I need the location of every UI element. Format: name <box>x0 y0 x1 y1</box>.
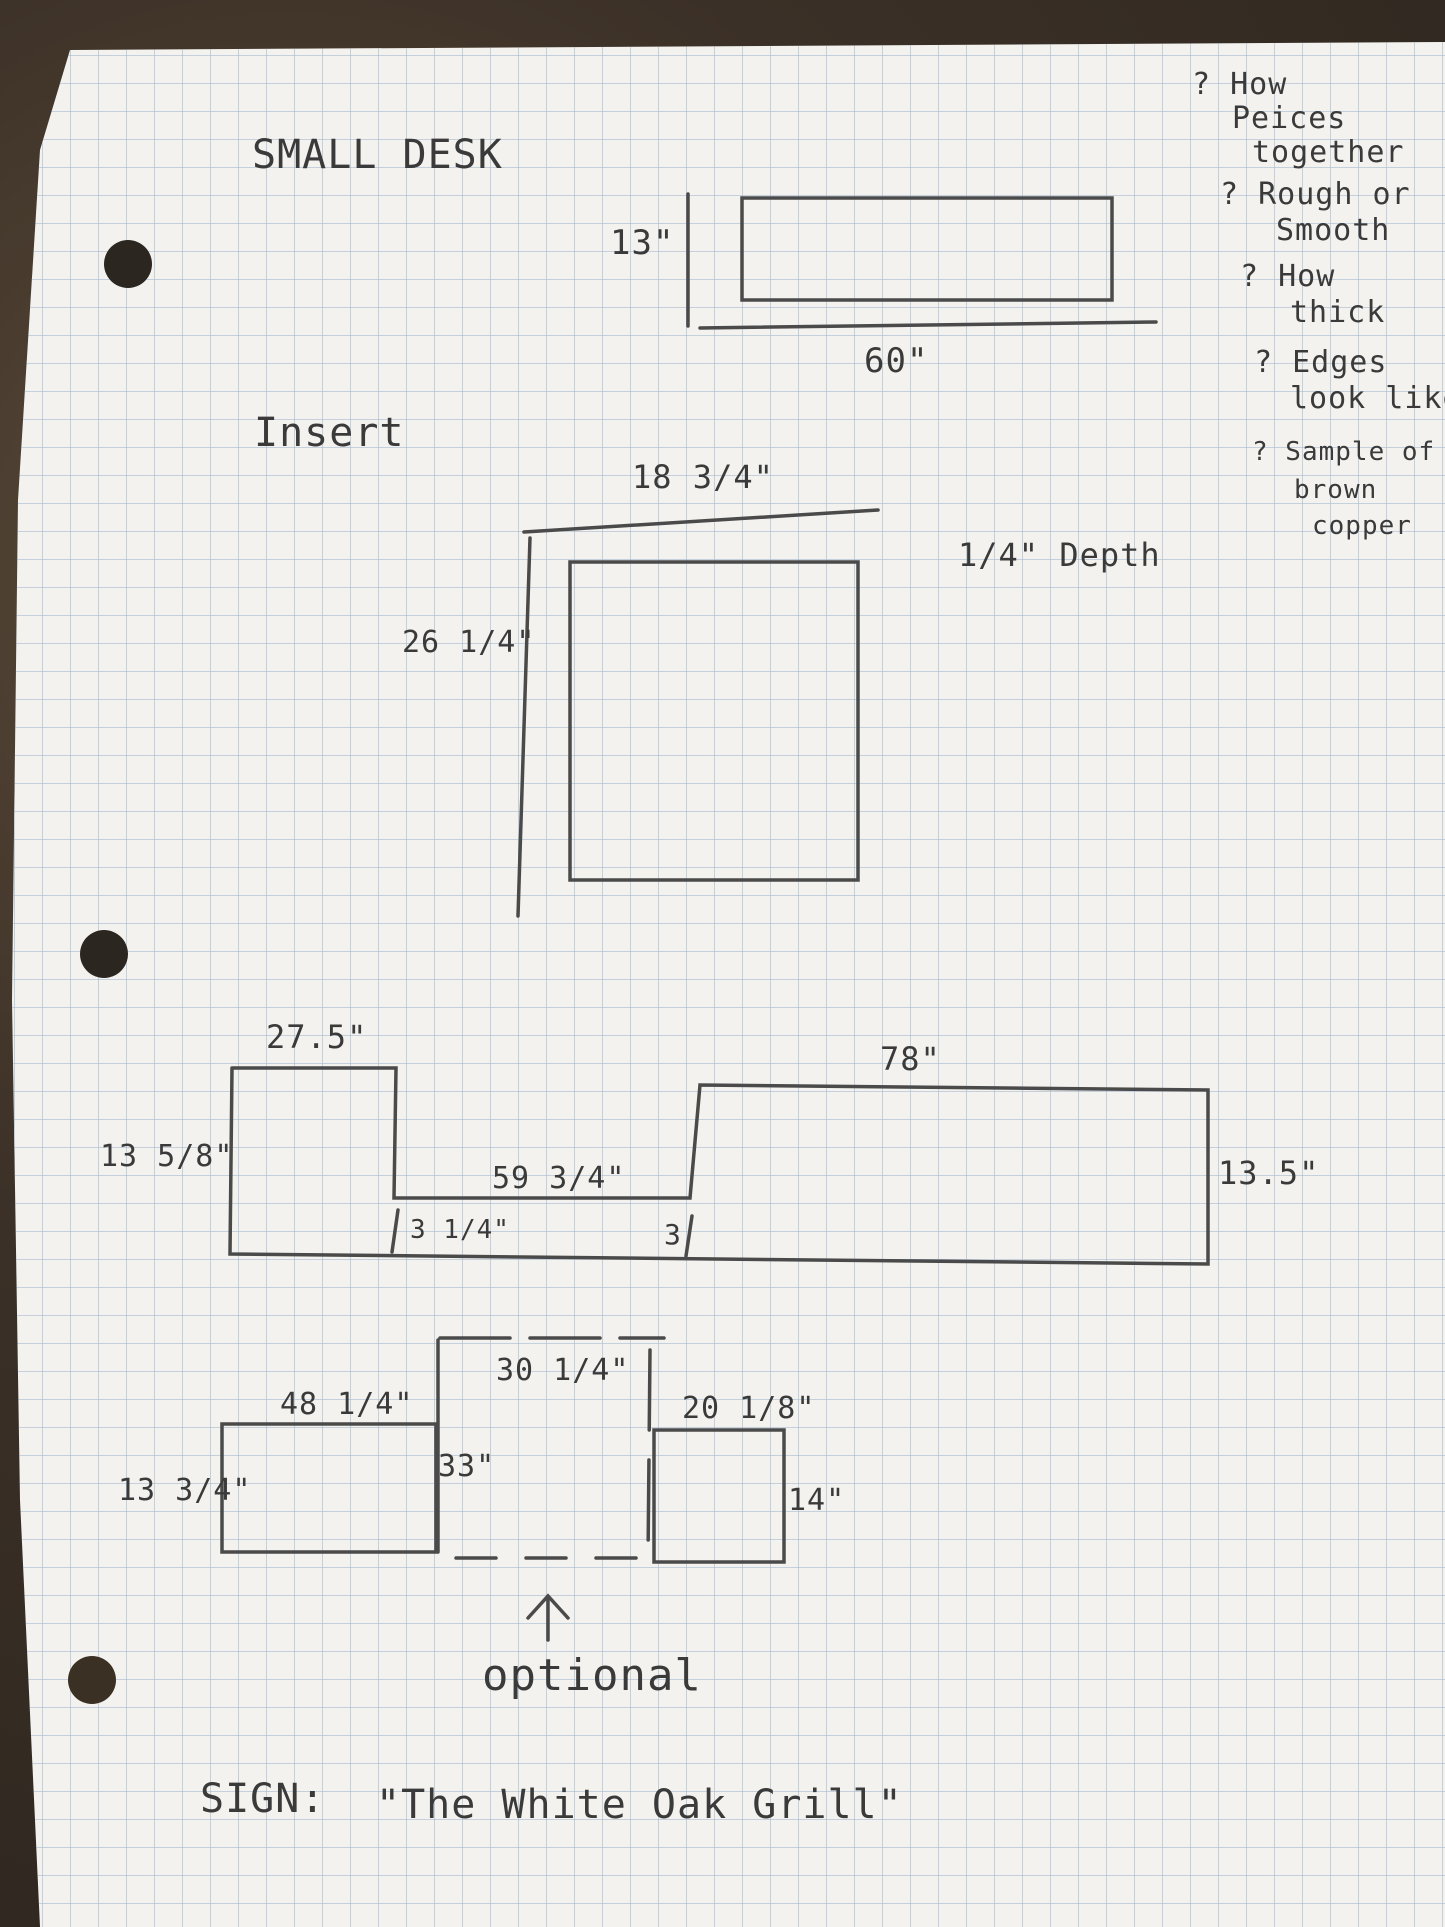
insert-rect <box>568 560 860 882</box>
counter-left-block <box>228 1066 1210 1266</box>
counter-right-step <box>684 1214 694 1258</box>
question-4-line-2: look like <box>1290 381 1445 416</box>
question-4-line-1: ? Edges <box>1254 345 1387 380</box>
counter-middle-width-label: 59 3/4" <box>492 1161 625 1196</box>
question-1-line-3: together <box>1252 135 1405 170</box>
small-desk-rect <box>740 196 1114 302</box>
small-desk-width-label: 60" <box>864 341 928 381</box>
bottom-right-width-label: 20 1/8" <box>682 1391 815 1426</box>
insert-label: Insert <box>254 410 405 456</box>
question-3-line-2: thick <box>1290 295 1385 330</box>
small-desk-height-label: 13" <box>610 223 674 263</box>
bottom-middle-right-dashed <box>646 1348 652 1562</box>
counter-right-step-label: 3 <box>664 1218 682 1251</box>
insert-depth-label: 1/4" Depth <box>958 536 1161 574</box>
optional-label: optional <box>482 1650 702 1701</box>
question-list: ? How Peices together ? Rough or Smooth … <box>1192 67 1445 541</box>
page-title: SMALL DESK <box>252 132 503 178</box>
counter-left-height-label: 13 5/8" <box>100 1139 233 1174</box>
bottom-right-height-label: 14" <box>788 1483 845 1518</box>
sign-text: "The White Oak Grill" <box>376 1782 903 1828</box>
punch-hole-top <box>104 240 152 288</box>
question-2-line-1: ? Rough or <box>1220 177 1411 212</box>
bottom-left-rect <box>220 1422 438 1554</box>
counter-left-step <box>390 1208 400 1254</box>
insert-width-line <box>522 508 880 534</box>
optional-arrow-head <box>526 1593 570 1620</box>
question-3-line-1: ? How <box>1240 259 1335 294</box>
question-2-line-2: Smooth <box>1276 213 1390 248</box>
bottom-middle-height-label: 33" <box>438 1449 495 1484</box>
question-5-line-2: brown <box>1294 475 1377 505</box>
counter-right-height-label: 13.5" <box>1218 1154 1319 1192</box>
question-1-line-2: Peices <box>1232 101 1346 136</box>
bottom-left-width-label: 48 1/4" <box>280 1387 413 1422</box>
counter-left-step-label: 3 1/4" <box>410 1215 510 1245</box>
bottom-middle-width-label: 30 1/4" <box>496 1353 629 1388</box>
question-1-line-1: ? How <box>1192 67 1287 102</box>
small-desk-width-line <box>698 320 1158 330</box>
sign-label: SIGN: <box>200 1776 325 1822</box>
question-5-line-1: ? Sample of <box>1252 437 1435 467</box>
punch-hole-middle <box>80 930 128 978</box>
insert-height-label: 26 1/4" <box>402 625 535 660</box>
counter-left-width-label: 27.5" <box>266 1018 367 1056</box>
punch-hole-bottom <box>68 1656 116 1704</box>
bottom-left-height-label: 13 3/4" <box>118 1473 251 1508</box>
grid-pattern <box>12 42 1445 1927</box>
insert-height-line <box>516 536 532 918</box>
bottom-right-rect <box>652 1428 786 1564</box>
counter-right-width-label: 78" <box>880 1040 941 1078</box>
question-5-line-3: copper <box>1312 511 1412 541</box>
insert-width-label: 18 3/4" <box>632 458 774 496</box>
